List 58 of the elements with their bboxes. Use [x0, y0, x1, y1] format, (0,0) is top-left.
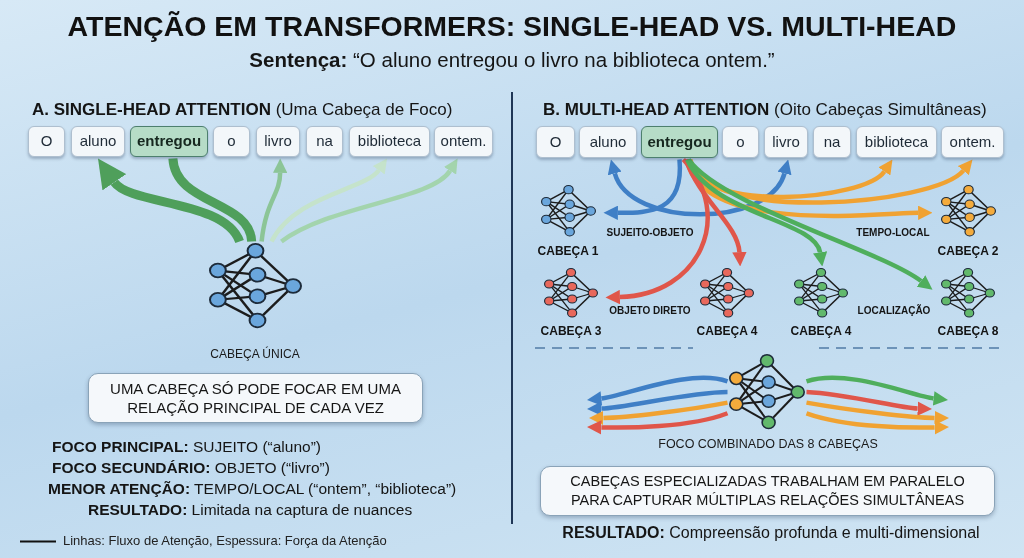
arrow [685, 158, 827, 266]
note-box: UMA CABEÇA SÓ PODE FOCAR EM UMA RELAÇÃO PRINCIPAL DE CADA VEZ [88, 373, 423, 423]
summary-line: FOCO PRINCIPAL: SUJEITO (“aluno”) [52, 437, 321, 456]
word-token: livro [764, 126, 808, 158]
word-token: ontem. [941, 126, 1004, 158]
word-token: aluno [579, 126, 637, 158]
head-label: CABEÇA 2 [937, 244, 999, 258]
arrow [269, 160, 389, 243]
head-label: CABEÇA 3 [540, 324, 602, 338]
arrow [587, 389, 728, 416]
relation-label: TEMPO-LOCAL [856, 227, 930, 239]
note-box: CABEÇAS ESPECIALIZADAS TRABALHAM EM PARALELO PARA CAPTURAR MÚLTIPLAS RELAÇÕES SIMULTÂNEAS [540, 466, 995, 516]
subtitle: Sentença: “O aluno entregou o livro na biblioteca ontem.” [249, 48, 775, 72]
arrow [687, 158, 934, 289]
arrow [603, 159, 683, 220]
arrow [587, 375, 729, 406]
highlighted-word-token: entregou [130, 126, 208, 157]
word-token: aluno [71, 126, 125, 157]
word-token: O [536, 126, 575, 158]
summary-line: MENOR ATENÇÃO: TEMPO/LOCAL (“ontem”, “biblioteca”) [48, 479, 457, 498]
arrow [587, 411, 729, 435]
arrow [683, 158, 747, 267]
word-token: na [813, 126, 851, 158]
head-label: CABEÇA 1 [537, 244, 599, 258]
highlighted-word-token: entregou [641, 126, 718, 158]
summary-line: FOCO SECUNDÁRIO: OBJETO (“livro”) [52, 458, 330, 477]
word-token: na [306, 126, 343, 157]
arrow [589, 400, 728, 426]
icon-caption: FOCO COMBINADO DAS 8 CABEÇAS [658, 437, 878, 452]
summary-line: RESULTADO: Compreensão profunda e multi-dimensional [562, 523, 980, 543]
section-heading: A. SINGLE-HEAD ATTENTION (Uma Cabeça de Foco) [32, 99, 453, 120]
arrow [806, 375, 948, 406]
double-arrow [608, 160, 791, 217]
head-label: CABEÇA 4 [790, 324, 852, 338]
arrow [806, 400, 949, 426]
word-token: livro [256, 126, 300, 157]
relation-label: OBJETO DIRETO [609, 305, 691, 317]
legend-text: Linhas: Fluxo de Atenção, Espessura: Força da Atenção [63, 533, 387, 549]
head-label: CABEÇA 8 [937, 324, 999, 338]
neural-network-icon [729, 354, 805, 430]
title: ATENÇÃO EM TRANSFORMERS: SINGLE-HEAD VS. MULTI-HEAD [67, 9, 957, 43]
head-label: CABEÇA 4 [696, 324, 758, 338]
arrow [605, 158, 710, 305]
arrow [806, 389, 932, 416]
word-token: O [28, 126, 65, 157]
head-label: CABEÇA ÚNICA [210, 347, 300, 361]
arrow [259, 158, 288, 242]
word-token: ontem. [434, 126, 493, 157]
word-token: biblioteca [349, 126, 430, 157]
word-token: biblioteca [856, 126, 937, 158]
word-token: o [722, 126, 759, 158]
relation-label: SUJEITO-OBJETO [606, 227, 694, 239]
summary-line: RESULTADO: Limitada na captura de nuances [88, 500, 413, 519]
relation-label: LOCALIZAÇÃO [857, 305, 931, 317]
arrow [805, 411, 949, 435]
word-token: o [213, 126, 250, 157]
section-heading: B. MULTI-HEAD ATTENTION (Oito Cabeças Simultâneas) [543, 99, 987, 120]
arrow [280, 160, 460, 244]
